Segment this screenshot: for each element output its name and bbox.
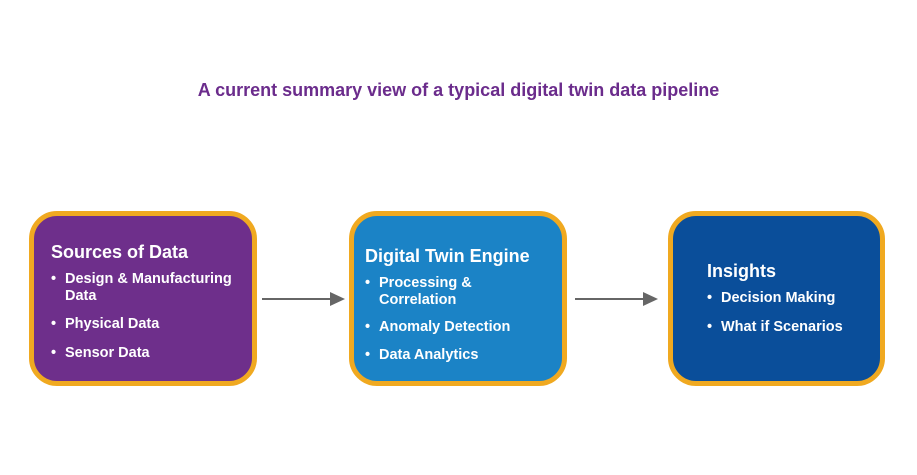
- arrow-sources-to-engine: [262, 292, 345, 306]
- list-item: Anomaly Detection: [365, 319, 552, 336]
- list-item: What if Scenarios: [707, 319, 870, 336]
- insights-box: Insights Decision Making What if Scenari…: [668, 211, 885, 386]
- sources-of-data-box: Sources of Data Design & Manufacturing D…: [29, 211, 257, 386]
- list-item: Design & Manufacturing Data: [51, 271, 234, 304]
- box-heading: Insights: [707, 261, 777, 281]
- digital-twin-engine-box: Digital Twin Engine Processing & Correla…: [349, 211, 567, 386]
- list-item: Decision Making: [707, 290, 870, 307]
- box-heading: Sources of Data: [51, 242, 189, 262]
- box-heading: Digital Twin Engine: [365, 246, 530, 266]
- list-item: Processing & Correlation: [365, 275, 552, 308]
- box-list: Processing & Correlation Anomaly Detecti…: [365, 275, 552, 364]
- box-list: Decision Making What if Scenarios: [707, 290, 870, 335]
- list-item: Physical Data: [51, 316, 234, 333]
- diagram-title: A current summary view of a typical digi…: [197, 80, 720, 100]
- list-item: Data Analytics: [365, 347, 552, 364]
- box-list: Design & Manufacturing Data Physical Dat…: [51, 271, 234, 362]
- list-item: Sensor Data: [51, 345, 234, 362]
- arrow-engine-to-insights: [575, 292, 658, 306]
